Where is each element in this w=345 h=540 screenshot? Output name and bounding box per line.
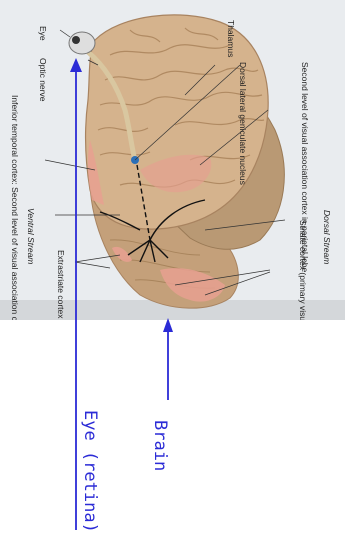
brain-annotation: Brain (150, 420, 170, 471)
brain-arrowhead (163, 318, 173, 332)
eye-retina-annotation: Eye (retina) (80, 410, 100, 533)
eye-retina-arrowhead (70, 58, 82, 72)
